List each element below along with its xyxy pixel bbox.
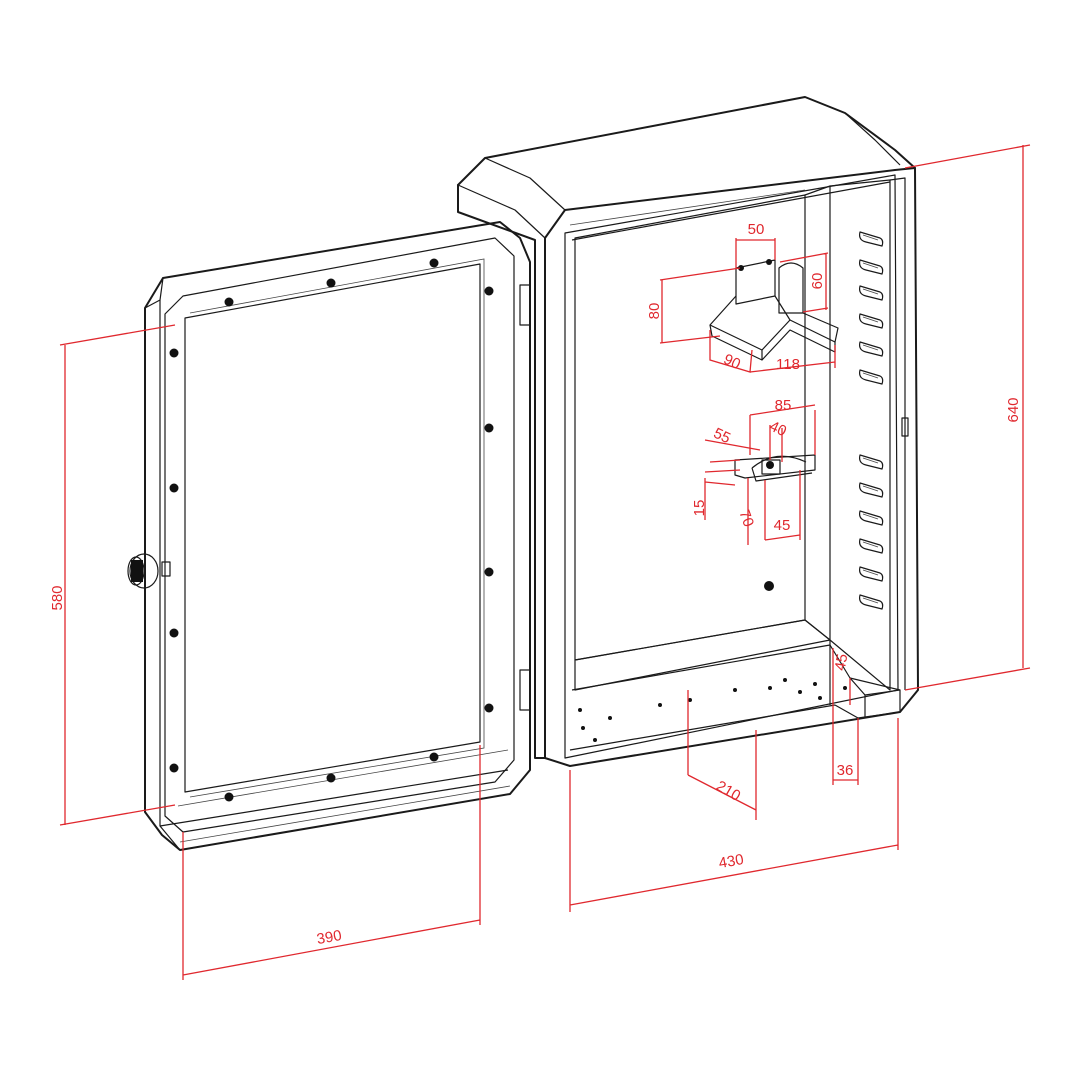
vent-slot — [859, 341, 884, 357]
dim-bottom-lip: 45 — [832, 653, 852, 672]
cabinet-vents — [859, 231, 884, 610]
dim-hook-a: 55 — [711, 425, 733, 447]
door-lock — [127, 553, 171, 589]
cabinet-body — [457, 96, 919, 767]
vent-slot — [859, 510, 884, 526]
vent-slot-shade — [862, 485, 879, 492]
open-door — [127, 221, 531, 851]
vent-slot-shade — [862, 316, 879, 323]
dim-holster-side: 60 — [809, 273, 826, 290]
holster-bracket — [709, 259, 839, 361]
door-bolts — [169, 258, 494, 802]
vent-slot-shade — [862, 541, 879, 548]
vent-slot — [859, 313, 884, 329]
dim-hook-c: 15 — [691, 500, 708, 517]
vent-slot — [859, 259, 884, 275]
dim-cabinet-width: 430 — [717, 851, 745, 872]
vent-slot-shade — [862, 262, 879, 269]
dim-holster-height: 80 — [646, 303, 663, 320]
vent-slot — [859, 454, 884, 470]
vent-slot — [859, 566, 884, 582]
vent-slot-shade — [862, 513, 879, 520]
vent-slot-shade — [862, 288, 879, 295]
dim-holster-depth: 90 — [721, 351, 743, 373]
dim-door-width: 390 — [315, 927, 343, 948]
dim-hook-b: 40 — [767, 418, 789, 440]
dimension-labels: 580 390 640 430 210 36 45 50 60 80 90 11… — [49, 221, 1022, 948]
dim-door-height: 580 — [49, 585, 66, 610]
vent-slot — [859, 369, 884, 385]
dimension-lines — [59, 144, 1031, 980]
dim-holster-top: 50 — [748, 221, 765, 238]
hook-bracket — [734, 454, 816, 482]
dim-bottom-depth: 36 — [837, 762, 854, 779]
vent-slot-shade — [862, 597, 879, 604]
vent-slot — [859, 538, 884, 554]
vent-slot-shade — [862, 234, 879, 241]
vent-slot — [859, 285, 884, 301]
vent-slot — [859, 231, 884, 247]
dim-hook-e: 45 — [774, 517, 791, 534]
floor-holes — [578, 678, 847, 742]
vent-slot-shade — [862, 344, 879, 351]
vent-slot-shade — [862, 457, 879, 464]
vent-slot — [859, 594, 884, 610]
dim-cabinet-height: 640 — [1005, 397, 1022, 422]
dim-holster-width: 118 — [776, 356, 800, 373]
vent-slot-shade — [862, 372, 879, 379]
vent-slot — [859, 482, 884, 498]
dim-hook-width: 85 — [775, 397, 792, 414]
dim-hook-d: 70 — [735, 508, 757, 529]
vent-slot-shade — [862, 569, 879, 576]
